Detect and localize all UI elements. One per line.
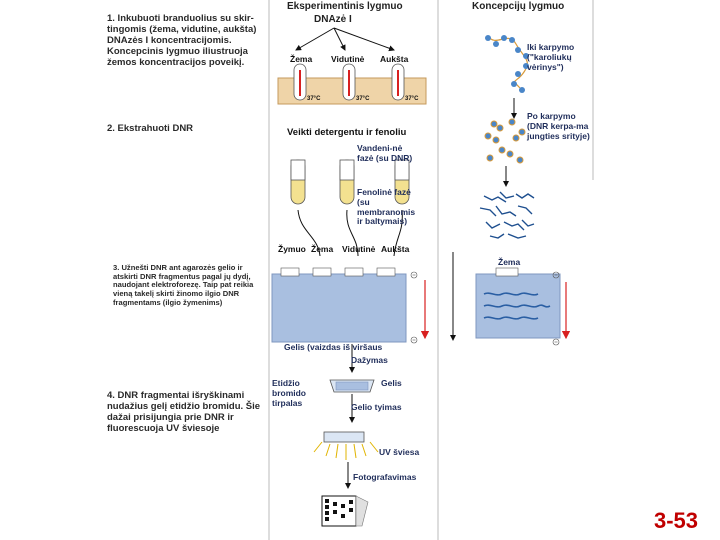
aqueous-phase-label: Vandeni-nė fazė (su DNR)	[357, 143, 413, 163]
lane-label-low: Žema	[311, 244, 334, 254]
extraction-label: Veikti detergentu ir fenoliu	[287, 127, 407, 138]
gel-washing-label: Gelio tyimas	[351, 402, 402, 412]
page-number: 3-53	[653, 508, 698, 533]
step3-text: 3. Užnešti DNR ant agarozės gelio ir ats…	[113, 263, 254, 307]
before-cut-label: Iki karpymo ("karoliukų vėrinys")	[527, 42, 575, 72]
gel-caption: Gelis (vaizdas iš viršaus	[284, 342, 383, 352]
tube-label-low: Žema	[290, 54, 313, 64]
conceptual-level-header: Koncepcijų lygmuo	[472, 1, 565, 12]
step1-text: 1. Inkubuoti branduolius su skir-tingomi…	[107, 13, 257, 68]
gel-photograph	[321, 495, 369, 527]
staining-label: Dažymas	[351, 355, 388, 365]
dna-fragments	[479, 191, 535, 239]
well-high	[376, 267, 396, 277]
temperature-low: 37°C	[307, 96, 321, 102]
chromatin-before-cut	[485, 35, 529, 93]
band-2	[483, 304, 551, 308]
photography-label: Fotografavimas	[353, 472, 417, 482]
tube-label-high: Aukšta	[380, 54, 409, 64]
step2-text: 2. Ekstrahuoti DNR	[107, 123, 194, 134]
temperature-high: 37°C	[405, 96, 419, 102]
band-1	[483, 292, 539, 296]
agarose-gel	[271, 273, 407, 343]
extraction-tube-high	[394, 159, 410, 205]
dnase-header: DNAzė I	[314, 14, 352, 25]
lane-label-high: Aukšta	[381, 244, 410, 254]
incubation-tube-low	[293, 63, 307, 101]
incubation-tube-high	[391, 63, 405, 101]
band-3	[483, 316, 539, 320]
after-cut-label: Po karpymo (DNR kerpa-ma jungties srityj…	[527, 111, 590, 141]
conceptual-low-label: Žema	[498, 257, 521, 267]
extraction-tube-low	[290, 159, 306, 205]
phenol-phase-label: Fenolinė fazė (su membranomis ir baltyma…	[357, 187, 416, 227]
well-low	[312, 267, 332, 277]
lane-label-medium: Vidutinė	[342, 244, 376, 254]
extraction-tube-medium	[339, 159, 355, 205]
chromatin-after-cut	[484, 118, 526, 164]
well-marker	[280, 267, 300, 277]
experimental-level-header: Eksperimentinis lygmuo	[287, 1, 403, 12]
incubation-tube-medium	[342, 63, 356, 101]
uv-light-label: UV šviesa	[379, 447, 420, 457]
ethidium-label: Etidžio bromido tirpalas	[272, 378, 306, 408]
step4-text: 4. DNR fragmentai išryškinami nudažius g…	[107, 390, 261, 434]
lane-label-marker: Žymuo	[278, 244, 306, 254]
uv-box	[323, 431, 365, 443]
temperature-medium: 37°C	[356, 96, 370, 102]
tube-label-medium: Vidutinė	[331, 54, 365, 64]
well-medium	[344, 267, 364, 277]
gel-label: Gelis	[381, 378, 402, 388]
